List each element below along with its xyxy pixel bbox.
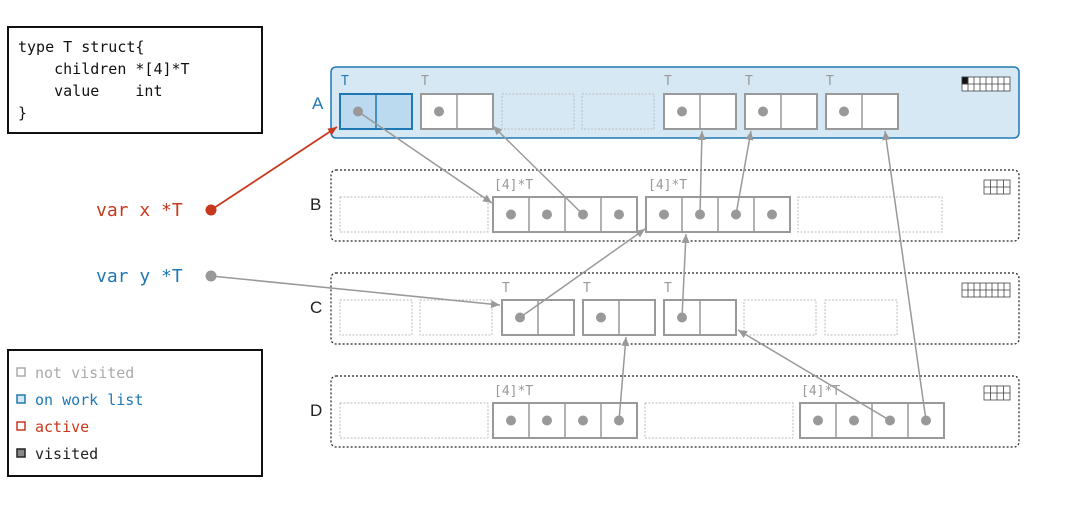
var-x-label: var x *T bbox=[96, 200, 183, 221]
empty-slot-d1 bbox=[339, 402, 489, 439]
bitmap-icon-a bbox=[961, 76, 1011, 92]
bitmap-icon-c bbox=[961, 282, 1011, 298]
type-label-a4: T bbox=[745, 74, 753, 89]
type-label-c2: T bbox=[583, 281, 591, 296]
pointer-y-c1 bbox=[210, 275, 501, 309]
type-label-c3: T bbox=[664, 281, 672, 296]
type-label-d2: [4]*T bbox=[801, 384, 840, 399]
code-line-4: } bbox=[18, 104, 27, 122]
code-line-1: type T struct{ bbox=[18, 38, 144, 56]
pointer-x-a1 bbox=[210, 126, 338, 211]
empty-slot-c2 bbox=[419, 299, 493, 336]
span-c: C bbox=[310, 272, 1020, 345]
type-label-a3: T bbox=[664, 74, 672, 89]
code-box: type T struct{ children *[4]*T value int… bbox=[7, 26, 263, 134]
var-y-label: var y *T bbox=[96, 266, 183, 287]
legend-swatch-not-visited bbox=[16, 367, 26, 377]
span-d-label: D bbox=[310, 401, 322, 420]
legend: not visited on work list active visited bbox=[7, 349, 263, 477]
bitmap-icon-b bbox=[983, 179, 1011, 195]
code-line-3: value int bbox=[18, 82, 163, 100]
empty-slot-c1 bbox=[339, 299, 413, 336]
legend-swatch-visited bbox=[16, 448, 26, 458]
legend-label-visited: visited bbox=[35, 445, 98, 463]
pointer-b2-a4 bbox=[735, 130, 754, 215]
type-label-a5: T bbox=[826, 74, 834, 89]
type-label-a1: T bbox=[341, 74, 349, 89]
pointer-c1-b2 bbox=[519, 228, 646, 319]
legend-label-not-visited: not visited bbox=[35, 364, 134, 382]
type-label-b2: [4]*T bbox=[648, 178, 687, 193]
span-b-label: B bbox=[310, 195, 321, 214]
type-label-a2: T bbox=[421, 74, 429, 89]
pointer-d1-c2 bbox=[618, 336, 630, 421]
bitmap-icon-d bbox=[983, 385, 1011, 401]
empty-slot-b1 bbox=[339, 196, 489, 233]
empty-slot-c3 bbox=[743, 299, 817, 336]
empty-slot-a1 bbox=[501, 93, 575, 130]
legend-swatch-work-list bbox=[16, 394, 26, 404]
pointer-c3-b2 bbox=[681, 233, 690, 318]
empty-slot-a2 bbox=[581, 93, 655, 130]
pointer-d2-a5 bbox=[882, 130, 927, 421]
empty-slot-d2 bbox=[644, 402, 794, 439]
pointer-b2-a3 bbox=[697, 130, 706, 215]
pointer-a1-b1 bbox=[357, 110, 493, 204]
type-label-c1: T bbox=[502, 281, 510, 296]
span-a-label: A bbox=[312, 94, 324, 113]
pointer-d2-c3 bbox=[737, 329, 891, 422]
legend-label-work-list: on work list bbox=[35, 391, 143, 409]
span-d: D bbox=[310, 375, 1020, 448]
span-c-label: C bbox=[310, 298, 322, 317]
legend-swatch-active bbox=[16, 421, 26, 431]
type-label-b1: [4]*T bbox=[494, 178, 533, 193]
code-line-2: children *[4]*T bbox=[18, 60, 190, 78]
type-label-d1: [4]*T bbox=[494, 384, 533, 399]
span-b: B bbox=[310, 169, 1020, 242]
legend-label-active: active bbox=[35, 418, 89, 436]
empty-slot-b2 bbox=[797, 196, 943, 233]
pointer-b1-a2 bbox=[492, 125, 584, 216]
empty-slot-c4 bbox=[824, 299, 898, 336]
